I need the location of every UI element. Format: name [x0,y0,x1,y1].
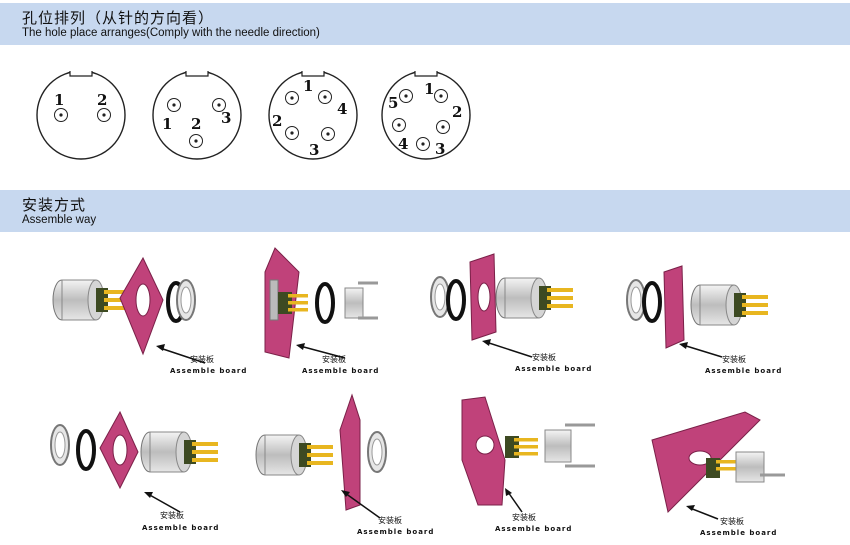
board-label-zh: 安装板 [532,352,556,362]
mounting-board [339,393,361,511]
assembly-diagram-4: 安装板 Assemble board [626,265,782,375]
board-label-zh: 安装板 [378,515,402,525]
assembly-diagram-6: 安装板 Assemble board [255,393,434,536]
board-label-zh: 安装板 [322,354,346,364]
pin-number-3: 3 [435,140,445,158]
board-label-en: Assemble board [700,529,777,537]
assembly-diagram-5: 安装板 Assemble board [50,410,219,532]
pin-hole-2 [434,89,448,103]
pin-number-3: 3 [221,109,231,127]
board-label-zh: 安装板 [722,354,746,364]
pin-hole-4 [321,127,335,141]
pin-hole-3 [285,126,299,140]
mounting-board [663,265,685,349]
assembly-diagram-2: 安装板 Assemble board [264,247,379,375]
board-label-en: Assemble board [357,528,434,536]
pin-hole-3 [392,118,406,132]
pin-number-4: 4 [337,100,347,118]
board-label-en: Assemble board [302,367,379,375]
hole-arrangement-header: 孔位排列（从针的方向看） The hole place arranges(Com… [0,3,850,45]
assembly-diagram-1: 安装板 Assemble board [52,256,247,375]
assemble-way-header: 安装方式 Assemble way [0,190,850,232]
pin-layout-3: 1 2 3 [152,68,242,160]
pin-layout-2: 1 2 [36,68,126,160]
board-label-zh: 安装板 [190,354,214,364]
board-label-en: Assemble board [705,367,782,375]
hole-title-en: The hole place arranges(Comply with the … [22,27,320,39]
pin-hole-2 [318,90,332,104]
pin-hole-4 [436,120,450,134]
assemble-title-en: Assemble way [22,214,97,226]
pin-layout-5: 1 2 3 4 5 [381,68,471,160]
pin-number-5: 5 [388,94,398,112]
assembly-diagram-3: 安装板 Assemble board [430,253,592,373]
pin-number-1: 1 [162,115,172,133]
board-label-en: Assemble board [170,367,247,375]
pin-hole-1 [399,89,413,103]
pin-hole-1 [167,98,181,112]
board-label-zh: 安装板 [512,512,536,522]
pin-hole-2 [97,108,111,122]
pin-number-4: 4 [398,135,408,153]
pin-hole-1 [285,91,299,105]
assembly-diagram-7: 安装板 Assemble board [461,396,595,533]
pin-layout-4: 1 2 3 4 [268,68,358,160]
pin-number-2: 2 [97,91,107,109]
pin-hole-2 [189,134,203,148]
board-label-zh: 安装板 [160,510,184,520]
board-label-en: Assemble board [495,525,572,533]
pin-hole-1 [54,108,68,122]
board-label-en: Assemble board [142,524,219,532]
assembly-diagram-8: 安装板 Assemble board [651,411,785,537]
pin-number-1: 1 [303,77,313,95]
pin-number-2: 2 [272,112,282,130]
board-label-en: Assemble board [515,365,592,373]
assemble-title-zh: 安装方式 [22,196,87,214]
hole-title-zh: 孔位排列（从针的方向看） [22,9,215,27]
pin-number-1: 1 [424,80,434,98]
pin-number-2: 2 [452,103,462,121]
board-label-zh: 安装板 [720,516,744,526]
pin-hole-5 [416,137,430,151]
pin-number-2: 2 [191,115,201,133]
pin-number-1: 1 [54,91,64,109]
pin-number-3: 3 [309,141,319,159]
